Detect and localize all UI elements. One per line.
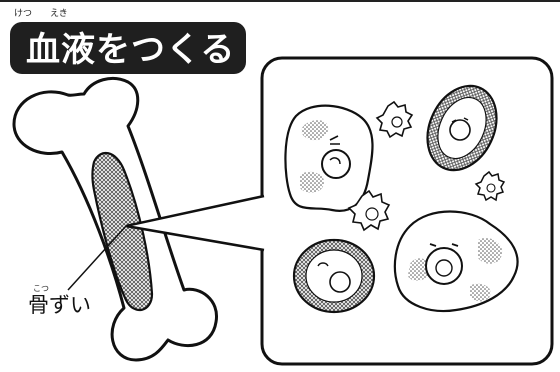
title-badge: けつ えき 血液をつくる [10, 9, 246, 74]
marrow-ruby: こつ [33, 284, 49, 293]
top-rule [0, 0, 560, 2]
bone-marrow-icon [91, 152, 154, 311]
platelet-icon [347, 189, 391, 232]
red-blood-cell-icon [292, 238, 376, 314]
platelet-icon [474, 170, 506, 202]
title-ruby-eki: えき [50, 9, 68, 19]
title-ruby-ketsu: けつ [14, 9, 33, 19]
bone-marrow-label: 骨ずい [28, 293, 91, 317]
page-title: 血液をつくる [26, 30, 236, 70]
red-blood-cell-icon [426, 84, 498, 172]
label-leader-line [67, 225, 127, 291]
white-blood-cell-icon [393, 210, 519, 312]
platelet-icon [375, 100, 414, 139]
white-blood-cell-icon [284, 104, 374, 212]
